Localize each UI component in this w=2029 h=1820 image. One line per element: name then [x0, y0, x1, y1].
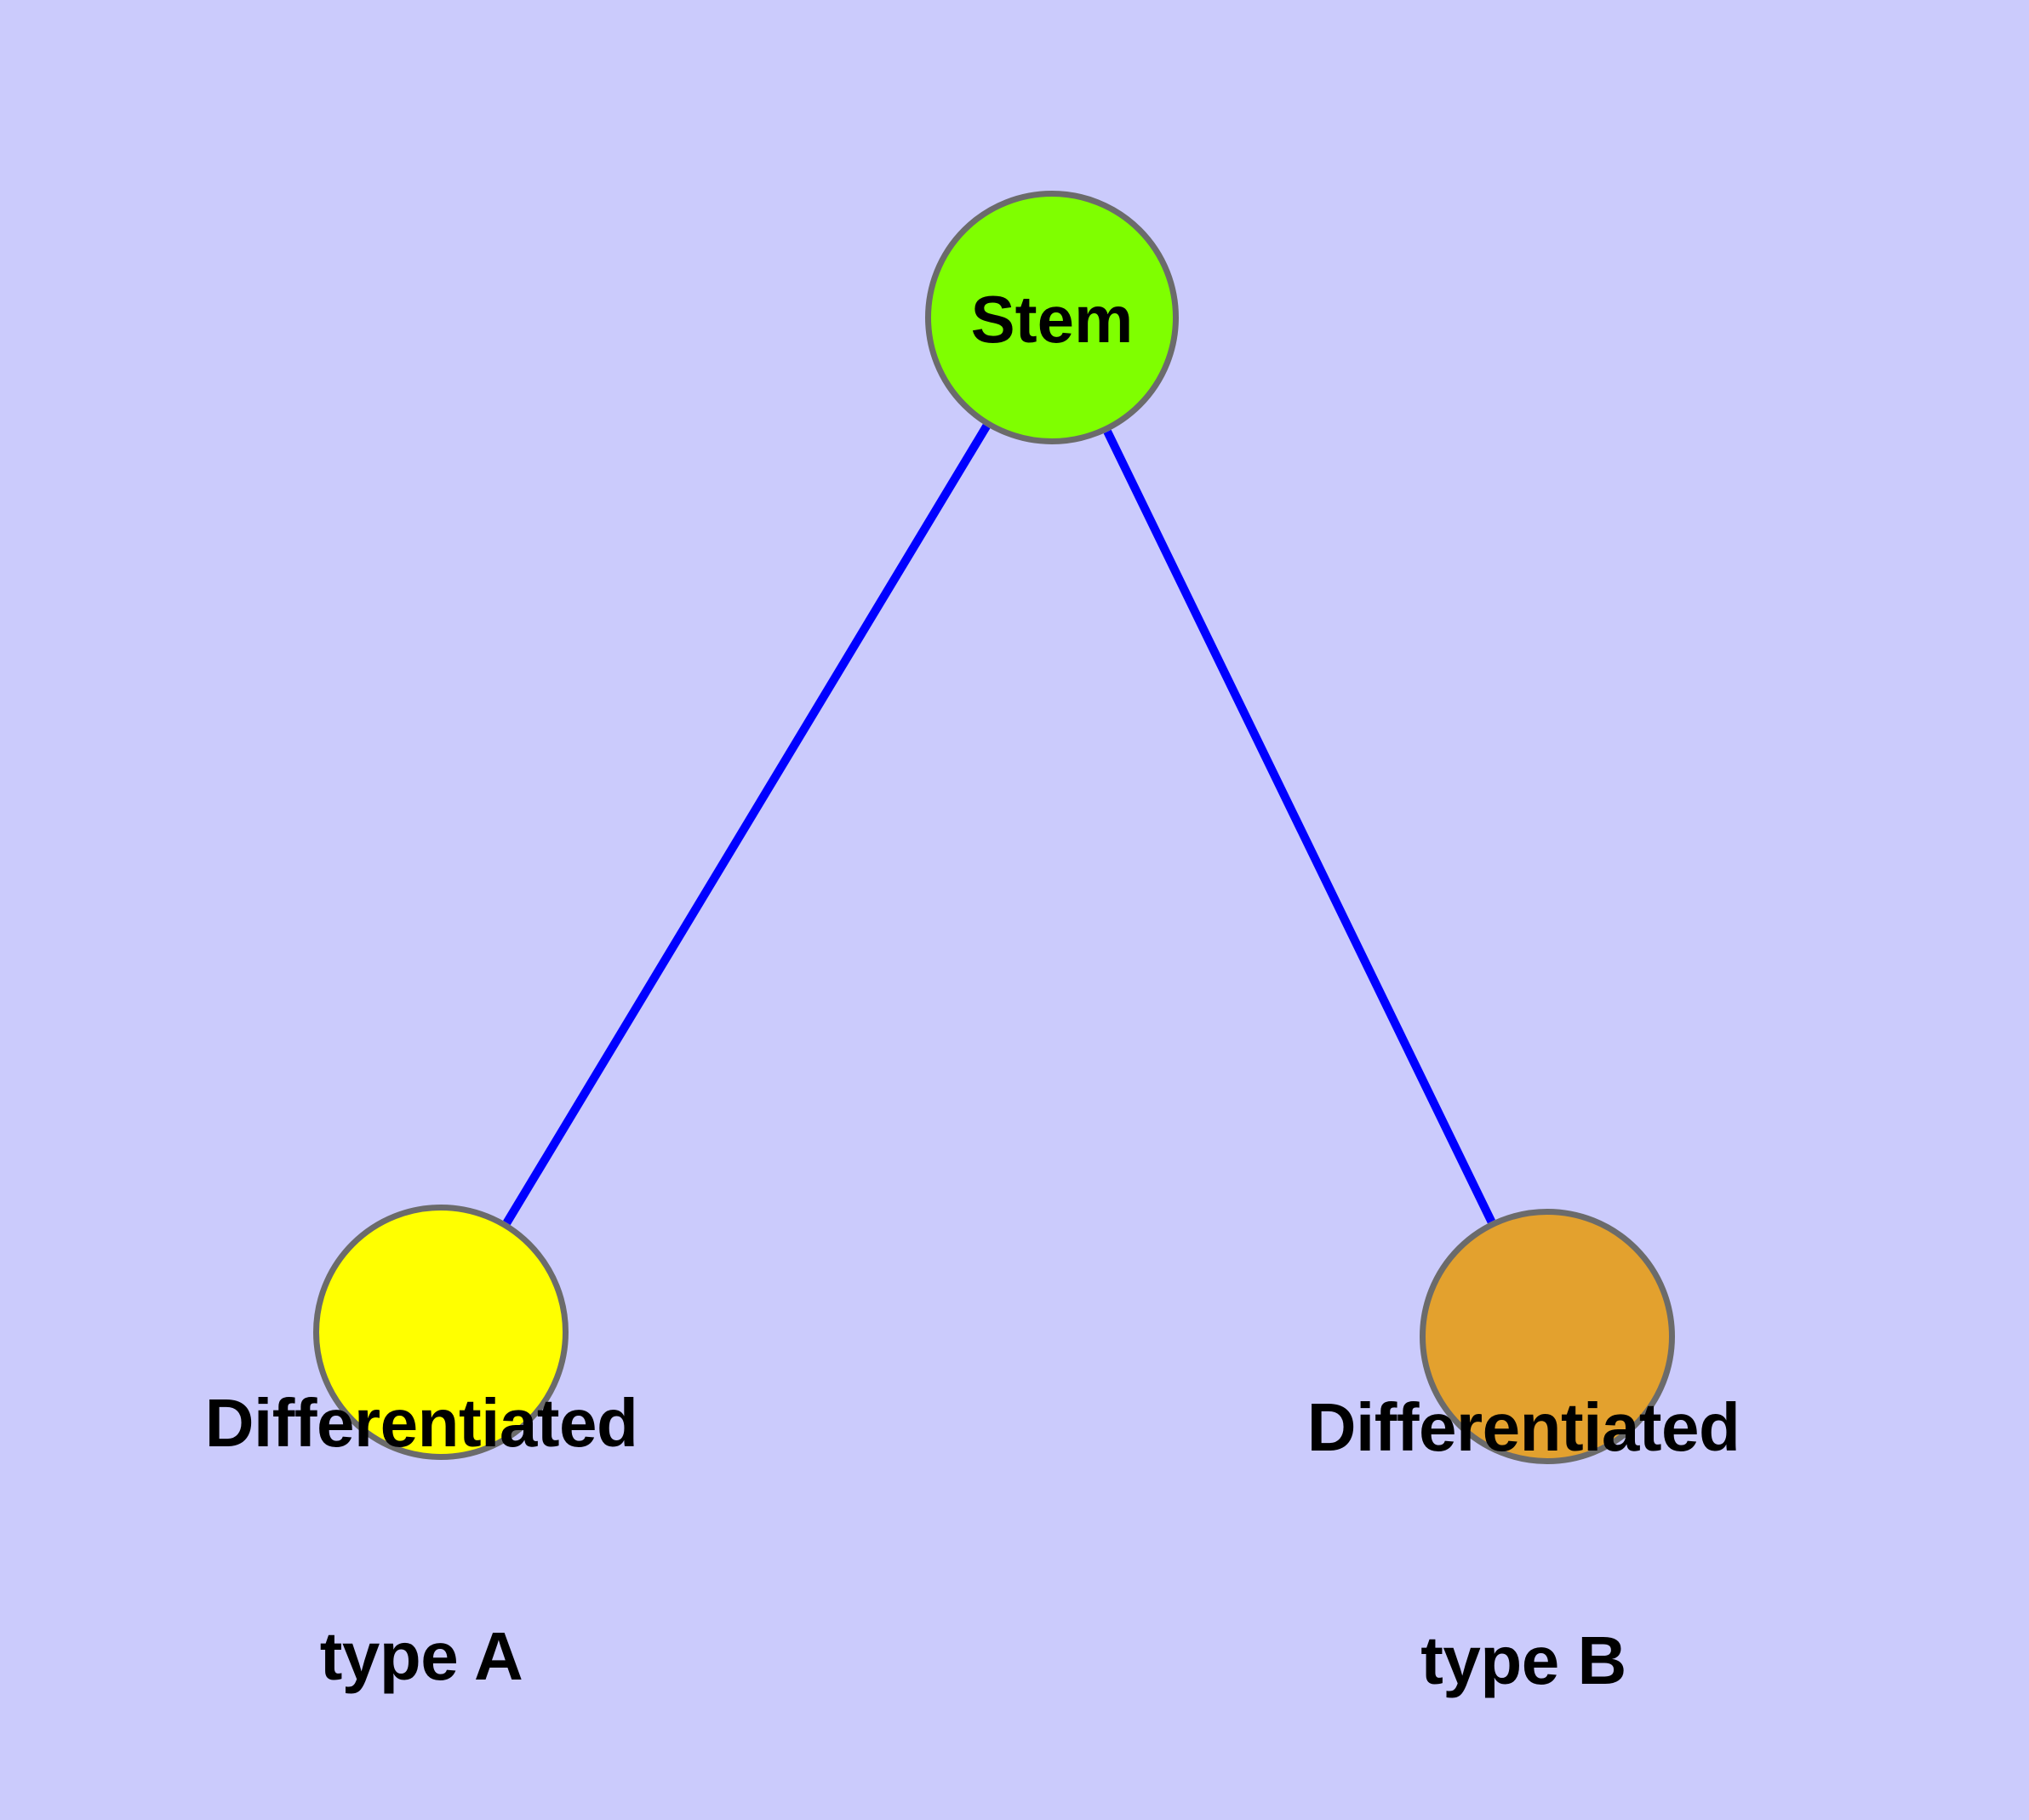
node-label-differentiated-type-a: Differentiated type A — [166, 1229, 677, 1820]
edge-stem-to-diff-a[interactable] — [503, 424, 991, 1226]
node-label-line1: Differentiated — [1306, 1389, 1740, 1466]
node-differentiated-type-a[interactable] — [313, 1205, 569, 1460]
node-differentiated-type-b[interactable] — [1420, 1209, 1675, 1464]
node-label-differentiated-type-b: Differentiated type B — [1268, 1233, 1779, 1820]
node-label-line2: type A — [319, 1617, 523, 1694]
node-label-line2: type B — [1420, 1622, 1626, 1698]
node-layer — [313, 191, 1675, 1464]
node-label-stem: Stem — [970, 282, 1134, 357]
edge-stem-to-diff-b[interactable] — [1103, 429, 1495, 1224]
node-label-line1: Differentiated — [204, 1385, 638, 1462]
node-stem[interactable] — [925, 191, 1179, 444]
edge-layer — [503, 424, 1495, 1226]
